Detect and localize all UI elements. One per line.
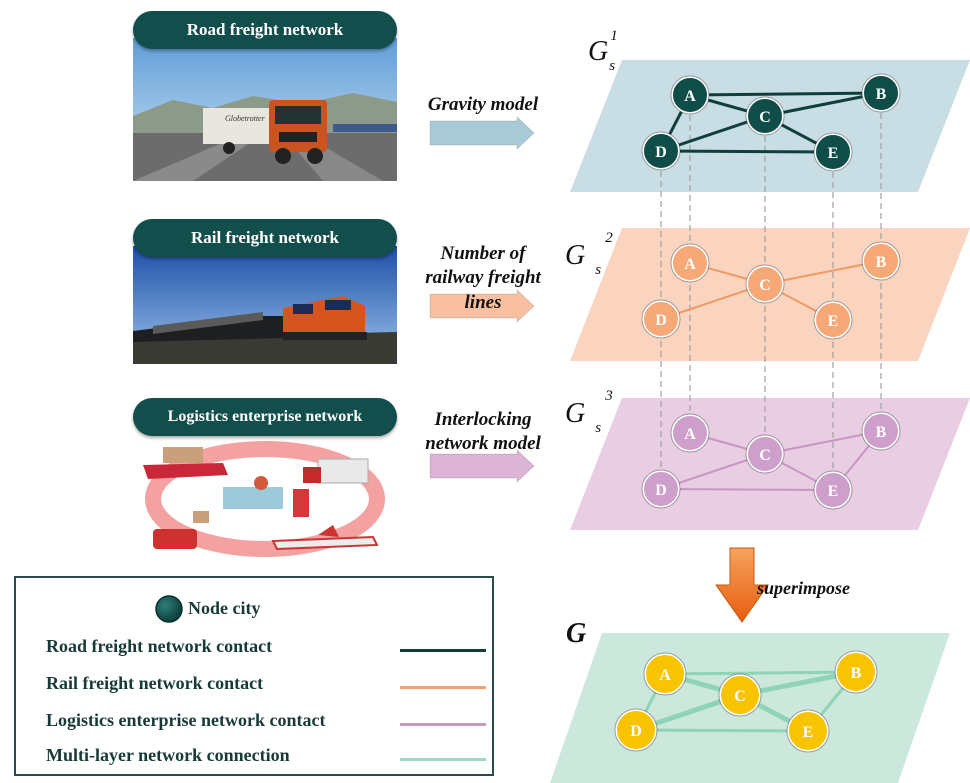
- layer-3-edge-D-E: [660, 488, 834, 491]
- layer-2-edge-C-B: [764, 260, 882, 285]
- layer-3-node-C: C: [745, 434, 785, 474]
- train-photo: [133, 246, 397, 364]
- layer-2-node-C-label: C: [759, 277, 771, 294]
- layer-1-node-E-label: E: [828, 145, 839, 162]
- layer-1-edge-A-B: [689, 91, 882, 97]
- layer-1-node-C: C: [745, 96, 785, 136]
- layer-1-node-D-label: D: [655, 144, 667, 161]
- legend-logistics-label: Logistics enterprise network contact: [46, 710, 326, 730]
- rail-arrow: [429, 288, 535, 324]
- layer-4-node-E-label: E: [803, 724, 814, 741]
- layer-3-node-B-label: B: [876, 424, 887, 441]
- legend-multilayer-label: Multi-layer network connection: [46, 745, 290, 765]
- layer-3-node-A-label: A: [684, 426, 696, 443]
- logistics-arrow: [429, 448, 535, 484]
- layer-2-node-A: A: [670, 243, 710, 283]
- layer-1-node-B: B: [861, 73, 901, 113]
- layer-2-node-D: D: [641, 299, 681, 339]
- layer-4-edge-A-B: [664, 670, 857, 676]
- layer-1-edge-C-B: [764, 91, 882, 118]
- legend-road-line: [400, 649, 486, 652]
- method-label-rail: Number of railway freight lines: [408, 242, 558, 315]
- layer-4-node-A-label: A: [659, 667, 671, 684]
- layer-4-edge-D-E: [635, 728, 809, 733]
- layer-4-node-C: C: [718, 673, 762, 717]
- road-freight-network-title: Road freight network: [133, 11, 397, 49]
- rail-freight-network-title: Rail freight network: [133, 219, 397, 257]
- logistics-photo: [133, 425, 397, 573]
- layer-3-node-E: E: [813, 470, 853, 510]
- layer-1-node-C-label: C: [759, 109, 771, 126]
- layer-4-node-D-label: D: [630, 723, 642, 740]
- layer-4-node-A: A: [643, 652, 687, 696]
- method-logistics-line-2: network model: [425, 433, 541, 455]
- method-label-logistics: Interlocking network model: [408, 408, 558, 457]
- layer-2-node-E-label: E: [828, 313, 839, 330]
- layer-2-node-B-label: B: [876, 254, 887, 271]
- method-logistics-line-1: Interlocking: [434, 409, 532, 430]
- layer-2-node-D-label: D: [655, 312, 667, 329]
- layer-3-node-E-label: E: [828, 483, 839, 500]
- legend-node-city: Node city: [188, 598, 261, 618]
- node-city-legend-icon: [155, 595, 183, 623]
- legend-rail-label: Rail freight network contact: [46, 673, 264, 693]
- layer-3-node-C-label: C: [759, 447, 771, 464]
- layer-4-node-B: B: [834, 650, 878, 694]
- legend-logistics-line: [400, 723, 486, 726]
- superimpose-arrow: [715, 547, 769, 623]
- truck-photo: Globetrotter: [133, 38, 397, 181]
- method-label-road: Gravity model: [408, 93, 558, 117]
- logistics-enterprise-network-title: Logistics enterprise network: [133, 398, 397, 436]
- layer-3-node-D: D: [641, 469, 681, 509]
- layer-1-node-A-label: A: [684, 88, 696, 105]
- layer-4-node-E: E: [786, 709, 830, 753]
- method-rail-line-3: lines: [464, 291, 502, 313]
- layer-3-node-B: B: [861, 411, 901, 451]
- layer-label-combined: G: [566, 618, 587, 649]
- method-road-line-1: Gravity model: [427, 94, 539, 115]
- layer-1-node-A: A: [670, 75, 710, 115]
- legend-road-label: Road freight network contact: [46, 636, 273, 656]
- layer-3-edge-C-B: [764, 430, 882, 455]
- layer-2-node-E: E: [813, 300, 853, 340]
- layer-4-node-B-label: B: [851, 665, 862, 682]
- layer-2-node-C: C: [745, 264, 785, 304]
- method-rail-line-1: Number of: [440, 243, 526, 264]
- layer-1-node-B-label: B: [876, 86, 887, 103]
- layer-3-node-A: A: [670, 413, 710, 453]
- layer-4-node-C-label: C: [734, 688, 746, 705]
- method-rail-line-2: railway freight: [425, 267, 541, 289]
- layer-1-node-E: E: [813, 132, 853, 172]
- gravity-arrow: [429, 115, 535, 151]
- layer-1-node-D: D: [641, 131, 681, 171]
- layer-2-node-B: B: [861, 241, 901, 281]
- legend: Node city Road freight network contact R…: [14, 576, 494, 776]
- layer-4-node-D: D: [614, 708, 658, 752]
- legend-rail-line: [400, 686, 486, 689]
- layer-1-edge-D-E: [660, 149, 834, 154]
- layer-2-node-A-label: A: [684, 256, 696, 273]
- layer-3-node-D-label: D: [655, 482, 667, 499]
- trailer-marking: Globetrotter: [225, 114, 266, 123]
- superimpose-label: superimpose: [757, 578, 851, 598]
- legend-multilayer-line: [400, 758, 486, 761]
